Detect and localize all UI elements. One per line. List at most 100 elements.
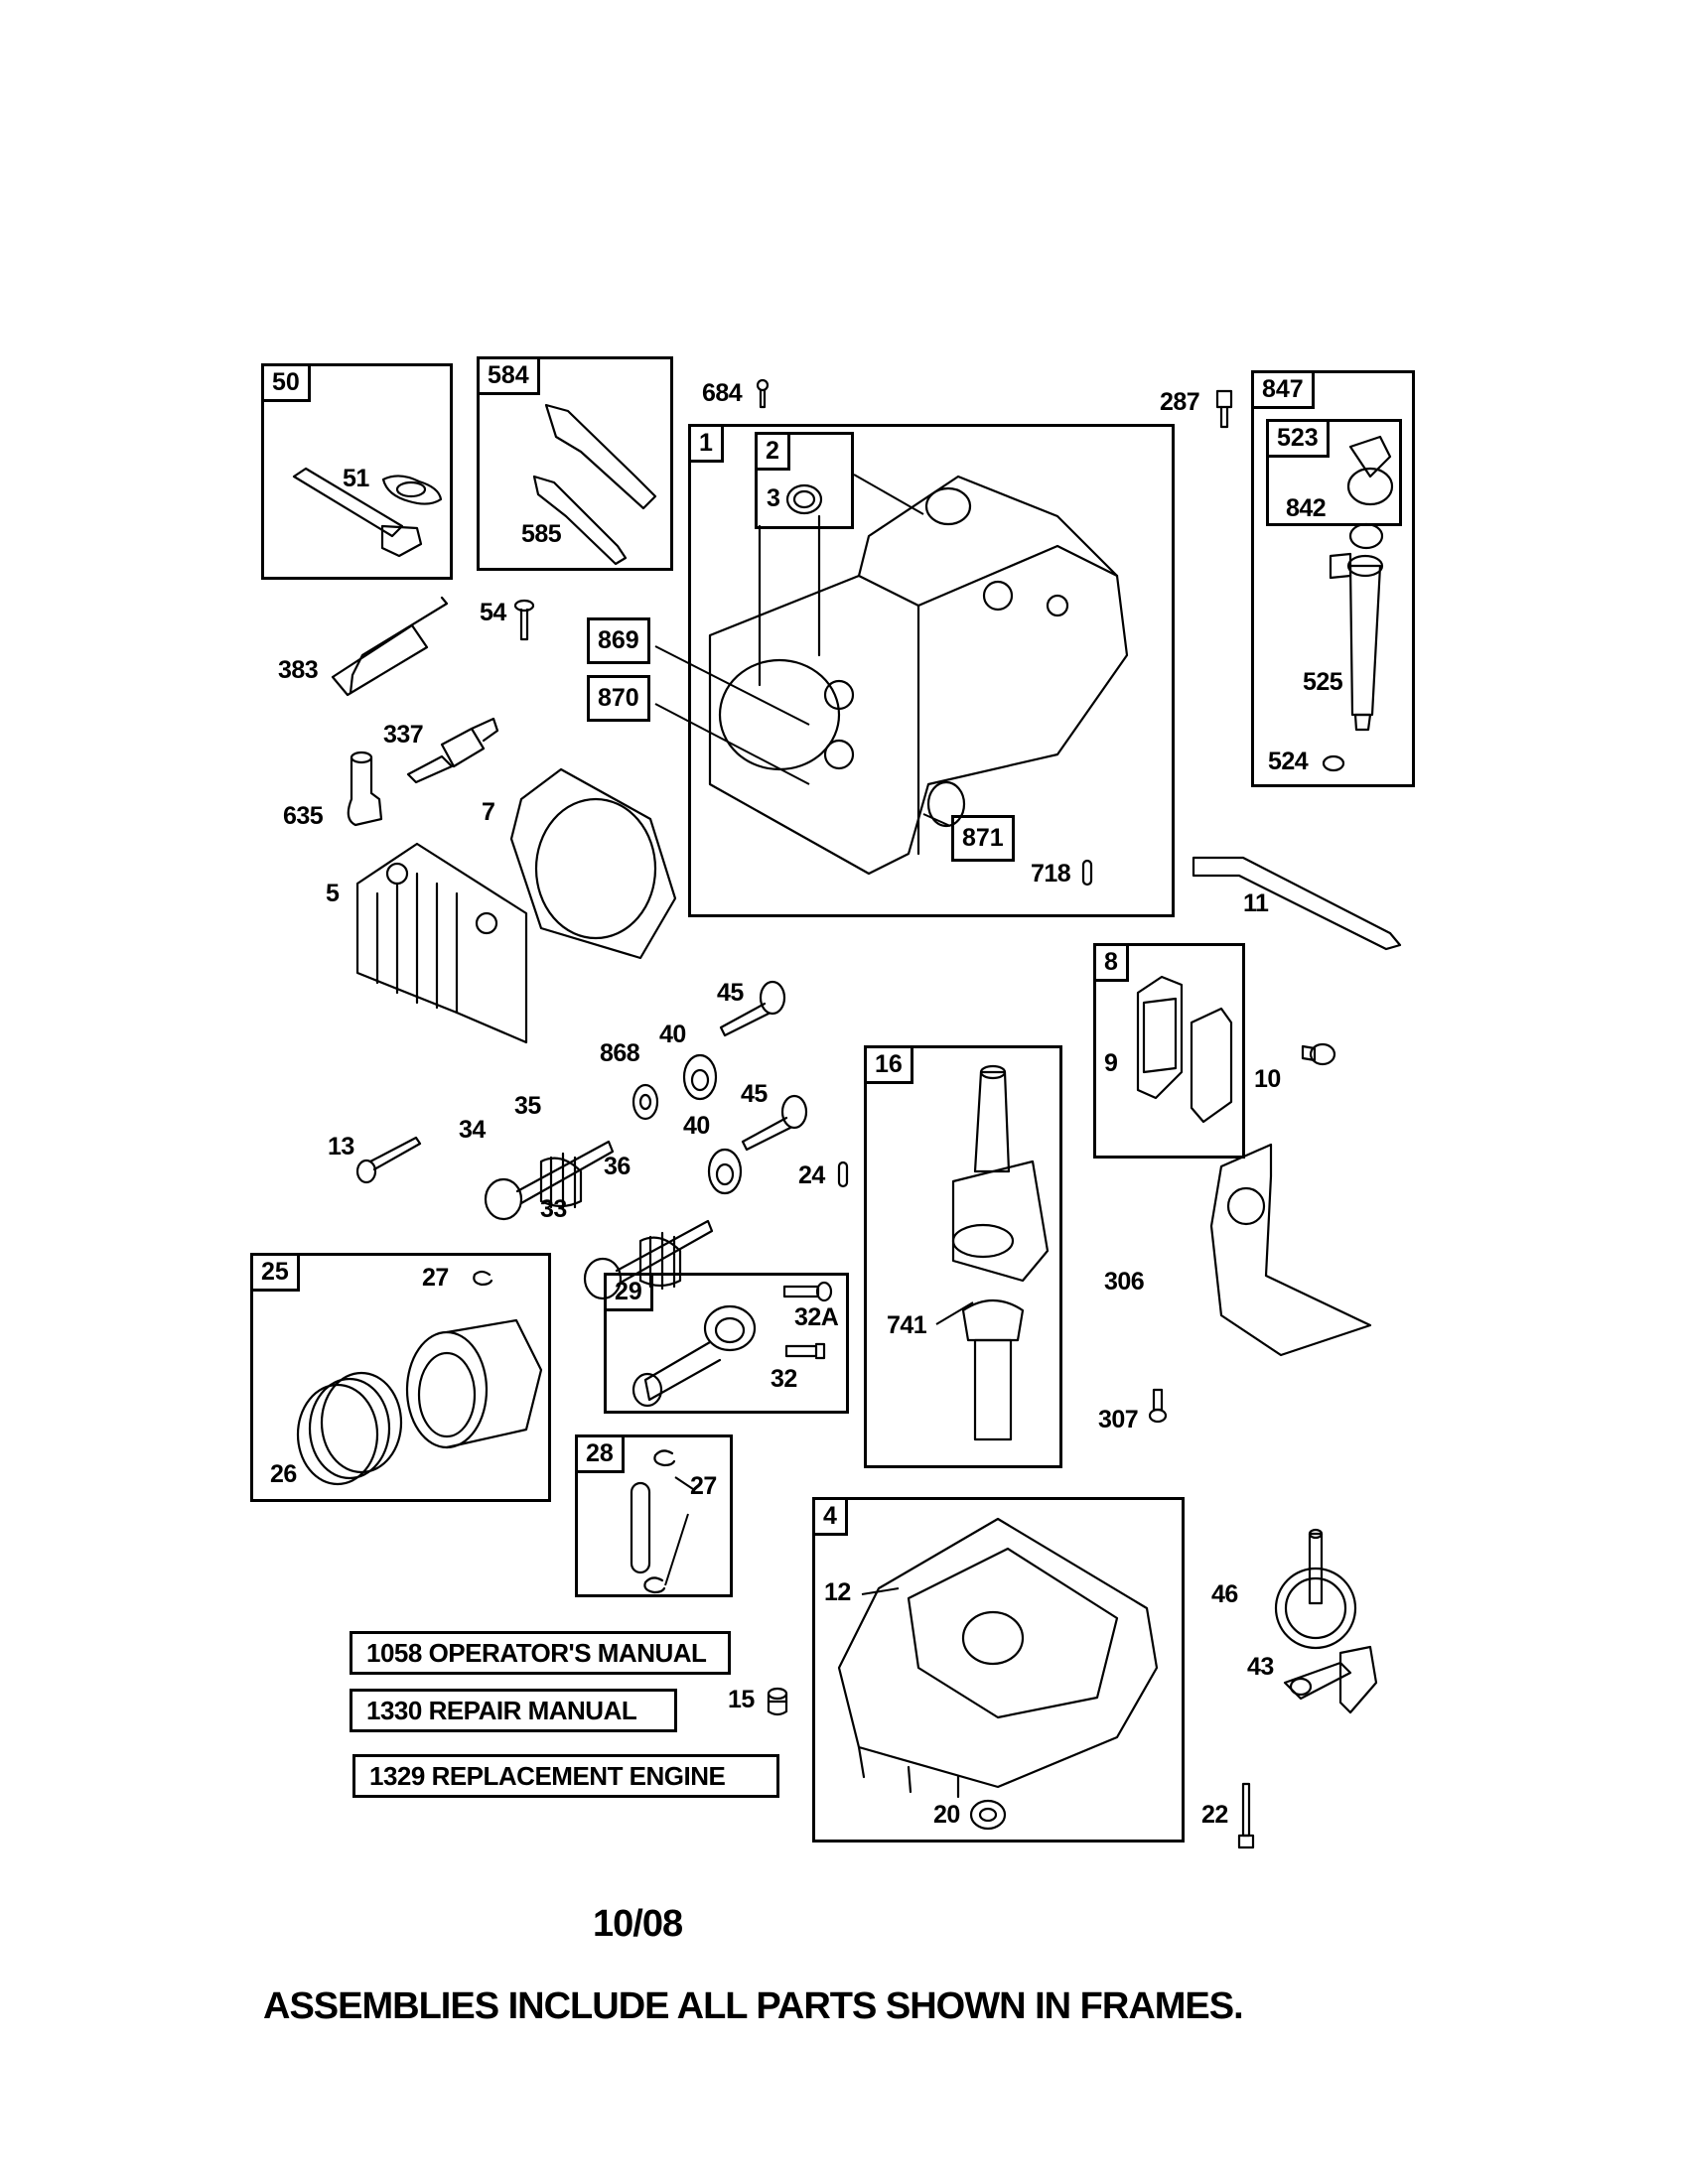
seal-868-icon [632, 1083, 659, 1121]
gasket-51-icon [381, 475, 443, 505]
push-rod-45-bottom-icon [741, 1094, 808, 1152]
callout-40-bottom: 40 [683, 1112, 710, 1140]
frame-4: 4 [812, 1497, 1185, 1843]
callout-40-top: 40 [659, 1021, 686, 1048]
frame-523-tag: 523 [1266, 419, 1330, 458]
frame-50: 50 [261, 363, 453, 580]
spark-plug-boot-icon [347, 751, 383, 827]
callout-307: 307 [1098, 1406, 1139, 1433]
piston-rings-icon [296, 1371, 403, 1486]
callout-337: 337 [383, 721, 424, 749]
engine-sump-icon [837, 1517, 1159, 1799]
callout-20: 20 [933, 1801, 960, 1829]
callout-45-bottom: 45 [741, 1080, 768, 1108]
callout-22: 22 [1201, 1801, 1228, 1829]
cylinder-block-icon [708, 475, 1129, 876]
callout-287: 287 [1160, 388, 1200, 416]
callout-45-top: 45 [717, 979, 744, 1007]
retaining-ring-27-icon [473, 1270, 493, 1287]
dipstick-tube-icon [1329, 435, 1394, 732]
screw-307-icon [1148, 1388, 1168, 1424]
valve-cover-gasket-icon [532, 403, 657, 566]
pin-24-icon [837, 1160, 849, 1188]
frame-584: 584 [477, 356, 673, 571]
operators-manual-box: 1058 OPERATOR'S MANUAL [350, 1631, 731, 1675]
callout-36: 36 [604, 1153, 631, 1180]
callout-868: 868 [600, 1039, 640, 1067]
callout-34: 34 [459, 1116, 486, 1144]
frame-4-tag: 4 [812, 1497, 848, 1536]
frame-847: 847 [1251, 370, 1415, 787]
push-rod-45-top-icon [719, 980, 786, 1037]
oil-seal-20-icon [969, 1799, 1007, 1831]
callout-box-871: 871 [951, 815, 1015, 862]
revision-date: 10/08 [593, 1903, 683, 1945]
callout-32A: 32A [794, 1303, 839, 1331]
o-ring-524-icon [1322, 754, 1345, 772]
connecting-rod-icon [632, 1304, 757, 1408]
governor-gear-icon [1274, 1528, 1357, 1650]
callout-12: 12 [824, 1578, 851, 1606]
retaining-ring-27b-top-icon [653, 1449, 676, 1467]
head-gasket-icon [509, 767, 677, 960]
bolt-32A-icon [782, 1281, 833, 1302]
callout-27-piston: 27 [422, 1264, 449, 1292]
callout-10: 10 [1254, 1065, 1281, 1093]
intake-valve-34-icon [484, 1140, 615, 1221]
retainer-40-top-icon [682, 1053, 718, 1101]
frame-8: 8 [1093, 943, 1245, 1159]
callout-46: 46 [1211, 1580, 1238, 1608]
frame-25: 25 [250, 1253, 551, 1502]
heat-shield-icon [1209, 1143, 1372, 1357]
frame-25-tag: 25 [250, 1253, 300, 1292]
callout-635: 635 [283, 802, 324, 830]
frame-50-tag: 50 [261, 363, 311, 402]
callout-51: 51 [343, 465, 369, 492]
frame-8-tag: 8 [1093, 943, 1129, 982]
callout-box-869: 869 [587, 617, 650, 664]
crankshaft-icon [951, 1064, 1050, 1441]
retainer-40-bottom-icon [707, 1148, 743, 1195]
replacement-engine-box: 1329 REPLACEMENT ENGINE [352, 1754, 779, 1798]
cylinder-head-icon [355, 842, 528, 1044]
callout-27-pin: 27 [690, 1472, 717, 1500]
bolt-287-icon [1215, 389, 1233, 429]
piston-pin-icon [630, 1481, 651, 1574]
callout-842: 842 [1286, 494, 1327, 522]
callout-32: 32 [771, 1365, 797, 1393]
oil-seal-3-icon [785, 483, 823, 515]
screw-684-icon [756, 378, 770, 409]
callout-box-870: 870 [587, 675, 650, 722]
screw-54-icon [513, 599, 535, 641]
callout-585: 585 [521, 520, 562, 548]
bolt-10-icon [1301, 1042, 1336, 1066]
frame-2-tag: 2 [755, 432, 790, 471]
callout-741: 741 [887, 1311, 927, 1339]
pin-718-icon [1081, 859, 1093, 887]
oil-plug-15-icon [767, 1687, 788, 1716]
callout-524: 524 [1268, 748, 1309, 775]
breather-tube-icon [292, 467, 423, 558]
callout-35: 35 [514, 1092, 541, 1120]
callout-383: 383 [278, 656, 319, 684]
callout-5: 5 [326, 880, 340, 907]
callout-9: 9 [1104, 1049, 1118, 1077]
callout-13: 13 [328, 1133, 354, 1160]
callout-525: 525 [1303, 668, 1343, 696]
bolt-13-icon [355, 1136, 422, 1184]
callout-306: 306 [1104, 1268, 1145, 1296]
callout-718: 718 [1031, 860, 1071, 887]
callout-11: 11 [1243, 889, 1269, 917]
frame-2: 2 [755, 432, 854, 529]
exhaust-gasket-icon [1136, 975, 1233, 1124]
frame-847-tag: 847 [1251, 370, 1315, 409]
callout-43: 43 [1247, 1653, 1274, 1681]
repair-manual-box: 1330 REPAIR MANUAL [350, 1689, 677, 1732]
callout-684: 684 [702, 379, 743, 407]
frame-523: 523 [1266, 419, 1402, 526]
callout-26: 26 [270, 1460, 297, 1488]
callout-54: 54 [480, 599, 506, 626]
frame-16-tag: 16 [864, 1045, 913, 1084]
governor-crank-icon [1283, 1645, 1378, 1714]
